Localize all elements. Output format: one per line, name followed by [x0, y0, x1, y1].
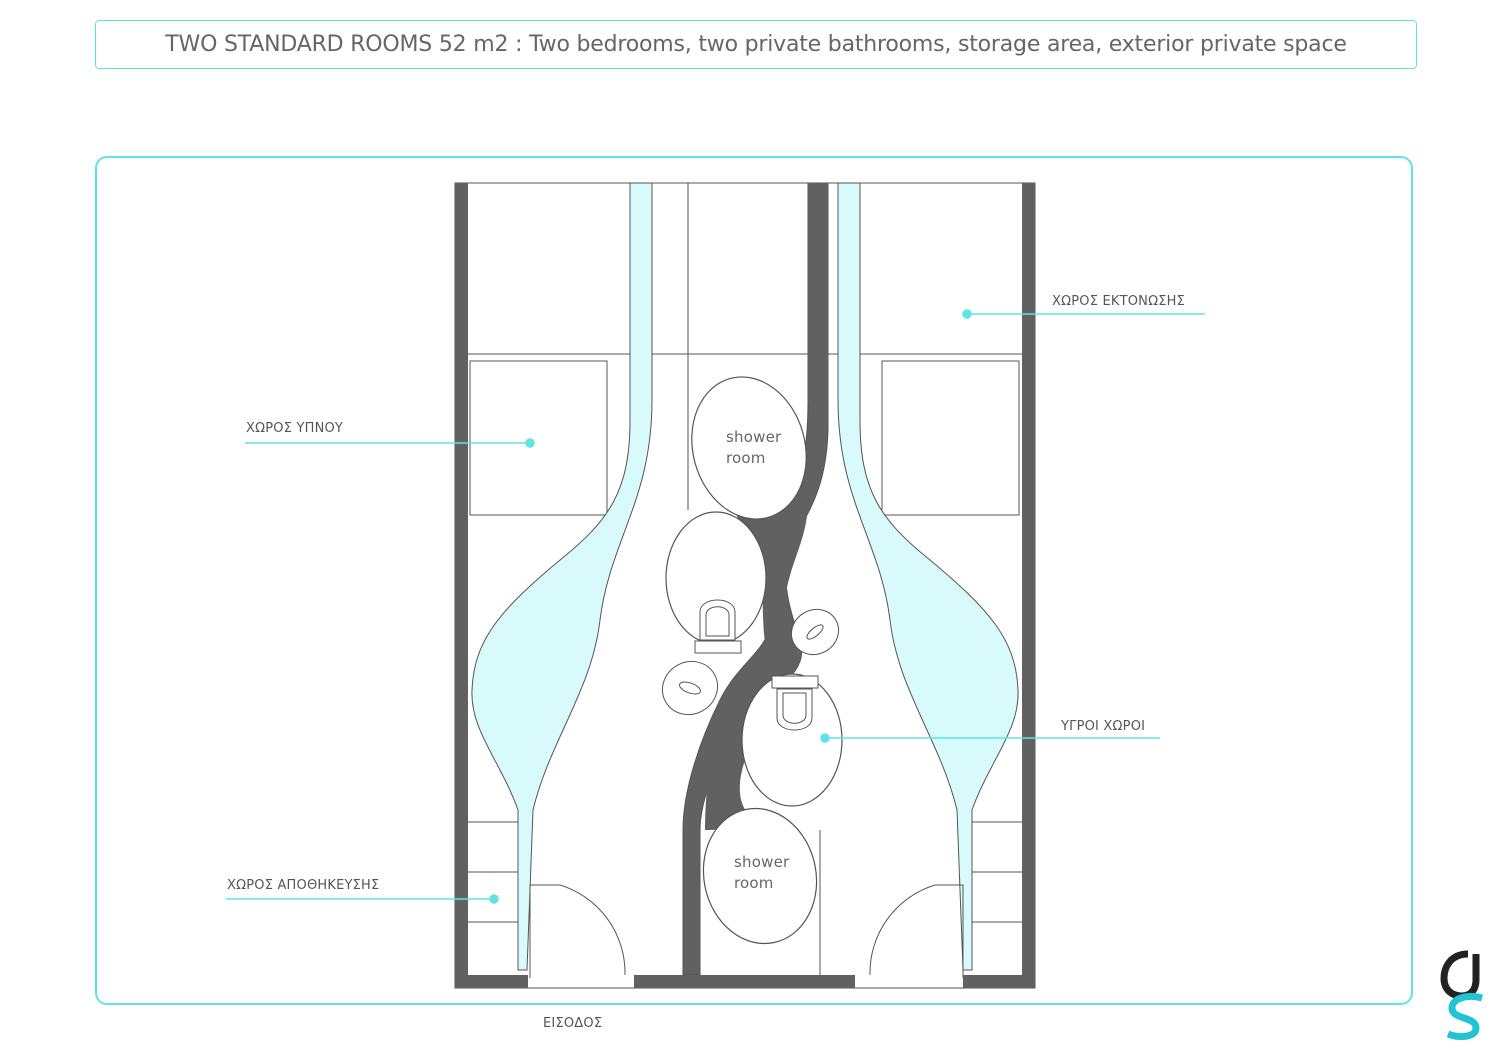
leader-storage [226, 894, 499, 904]
wall-bottom-left [455, 975, 528, 988]
shower-pod-top [691, 376, 807, 520]
storage-left [468, 821, 518, 923]
water-feature-right [837, 182, 1019, 971]
label-storage-area: ΧΩΡΟΣ ΑΠΟΘΗΚΕΥΣΗΣ [227, 878, 380, 893]
sink-left [661, 660, 719, 716]
shower-room-top-label: shower room [726, 427, 781, 469]
leader-wet [820, 733, 1160, 743]
shower-room-bottom-line2: room [734, 874, 774, 892]
wall-center-upper [808, 183, 816, 403]
wall-bottom-center [634, 975, 855, 988]
wall-bottom-right [963, 975, 1035, 988]
title-box: TWO STANDARD ROOMS 52 m2 : Two bedrooms,… [95, 20, 1417, 69]
wc-pod-right [741, 673, 843, 807]
toilet-right [771, 675, 819, 731]
wall-right [1022, 183, 1035, 988]
door-left [529, 884, 626, 978]
toilet-left [694, 599, 742, 654]
plan-frame [95, 156, 1413, 1005]
leader-relaxation [962, 309, 1205, 319]
shower-pod-bottom [702, 807, 818, 945]
shower-room-top-line1: shower [726, 428, 782, 446]
wall-center-upper-2 [820, 183, 828, 403]
door-right [869, 884, 964, 978]
bed-left [469, 360, 608, 516]
label-wet-areas: ΥΓΡΟΙ ΧΩΡΟΙ [1061, 719, 1146, 734]
sink-right [790, 608, 840, 656]
as-logo-icon [1440, 950, 1483, 1040]
label-relaxation-area: ΧΩΡΟΣ ΕΚΤΟΝΩΣΗΣ [1052, 294, 1186, 309]
shower-room-bottom-label: shower room [734, 852, 789, 894]
label-entrance: ΕΙΣΟΔΟΣ [543, 1016, 603, 1031]
page-title: TWO STANDARD ROOMS 52 m2 : Two bedrooms,… [165, 32, 1347, 57]
leader-sleeping [245, 438, 535, 448]
shower-room-bottom-line1: shower [734, 853, 790, 871]
wall-left [455, 183, 468, 988]
shower-room-top-line2: room [726, 449, 766, 467]
storage-right [972, 821, 1022, 923]
label-sleeping-area: ΧΩΡΟΣ ΥΠΝΟΥ [246, 421, 344, 436]
bed-right [881, 360, 1020, 516]
water-feature-left [471, 182, 653, 971]
